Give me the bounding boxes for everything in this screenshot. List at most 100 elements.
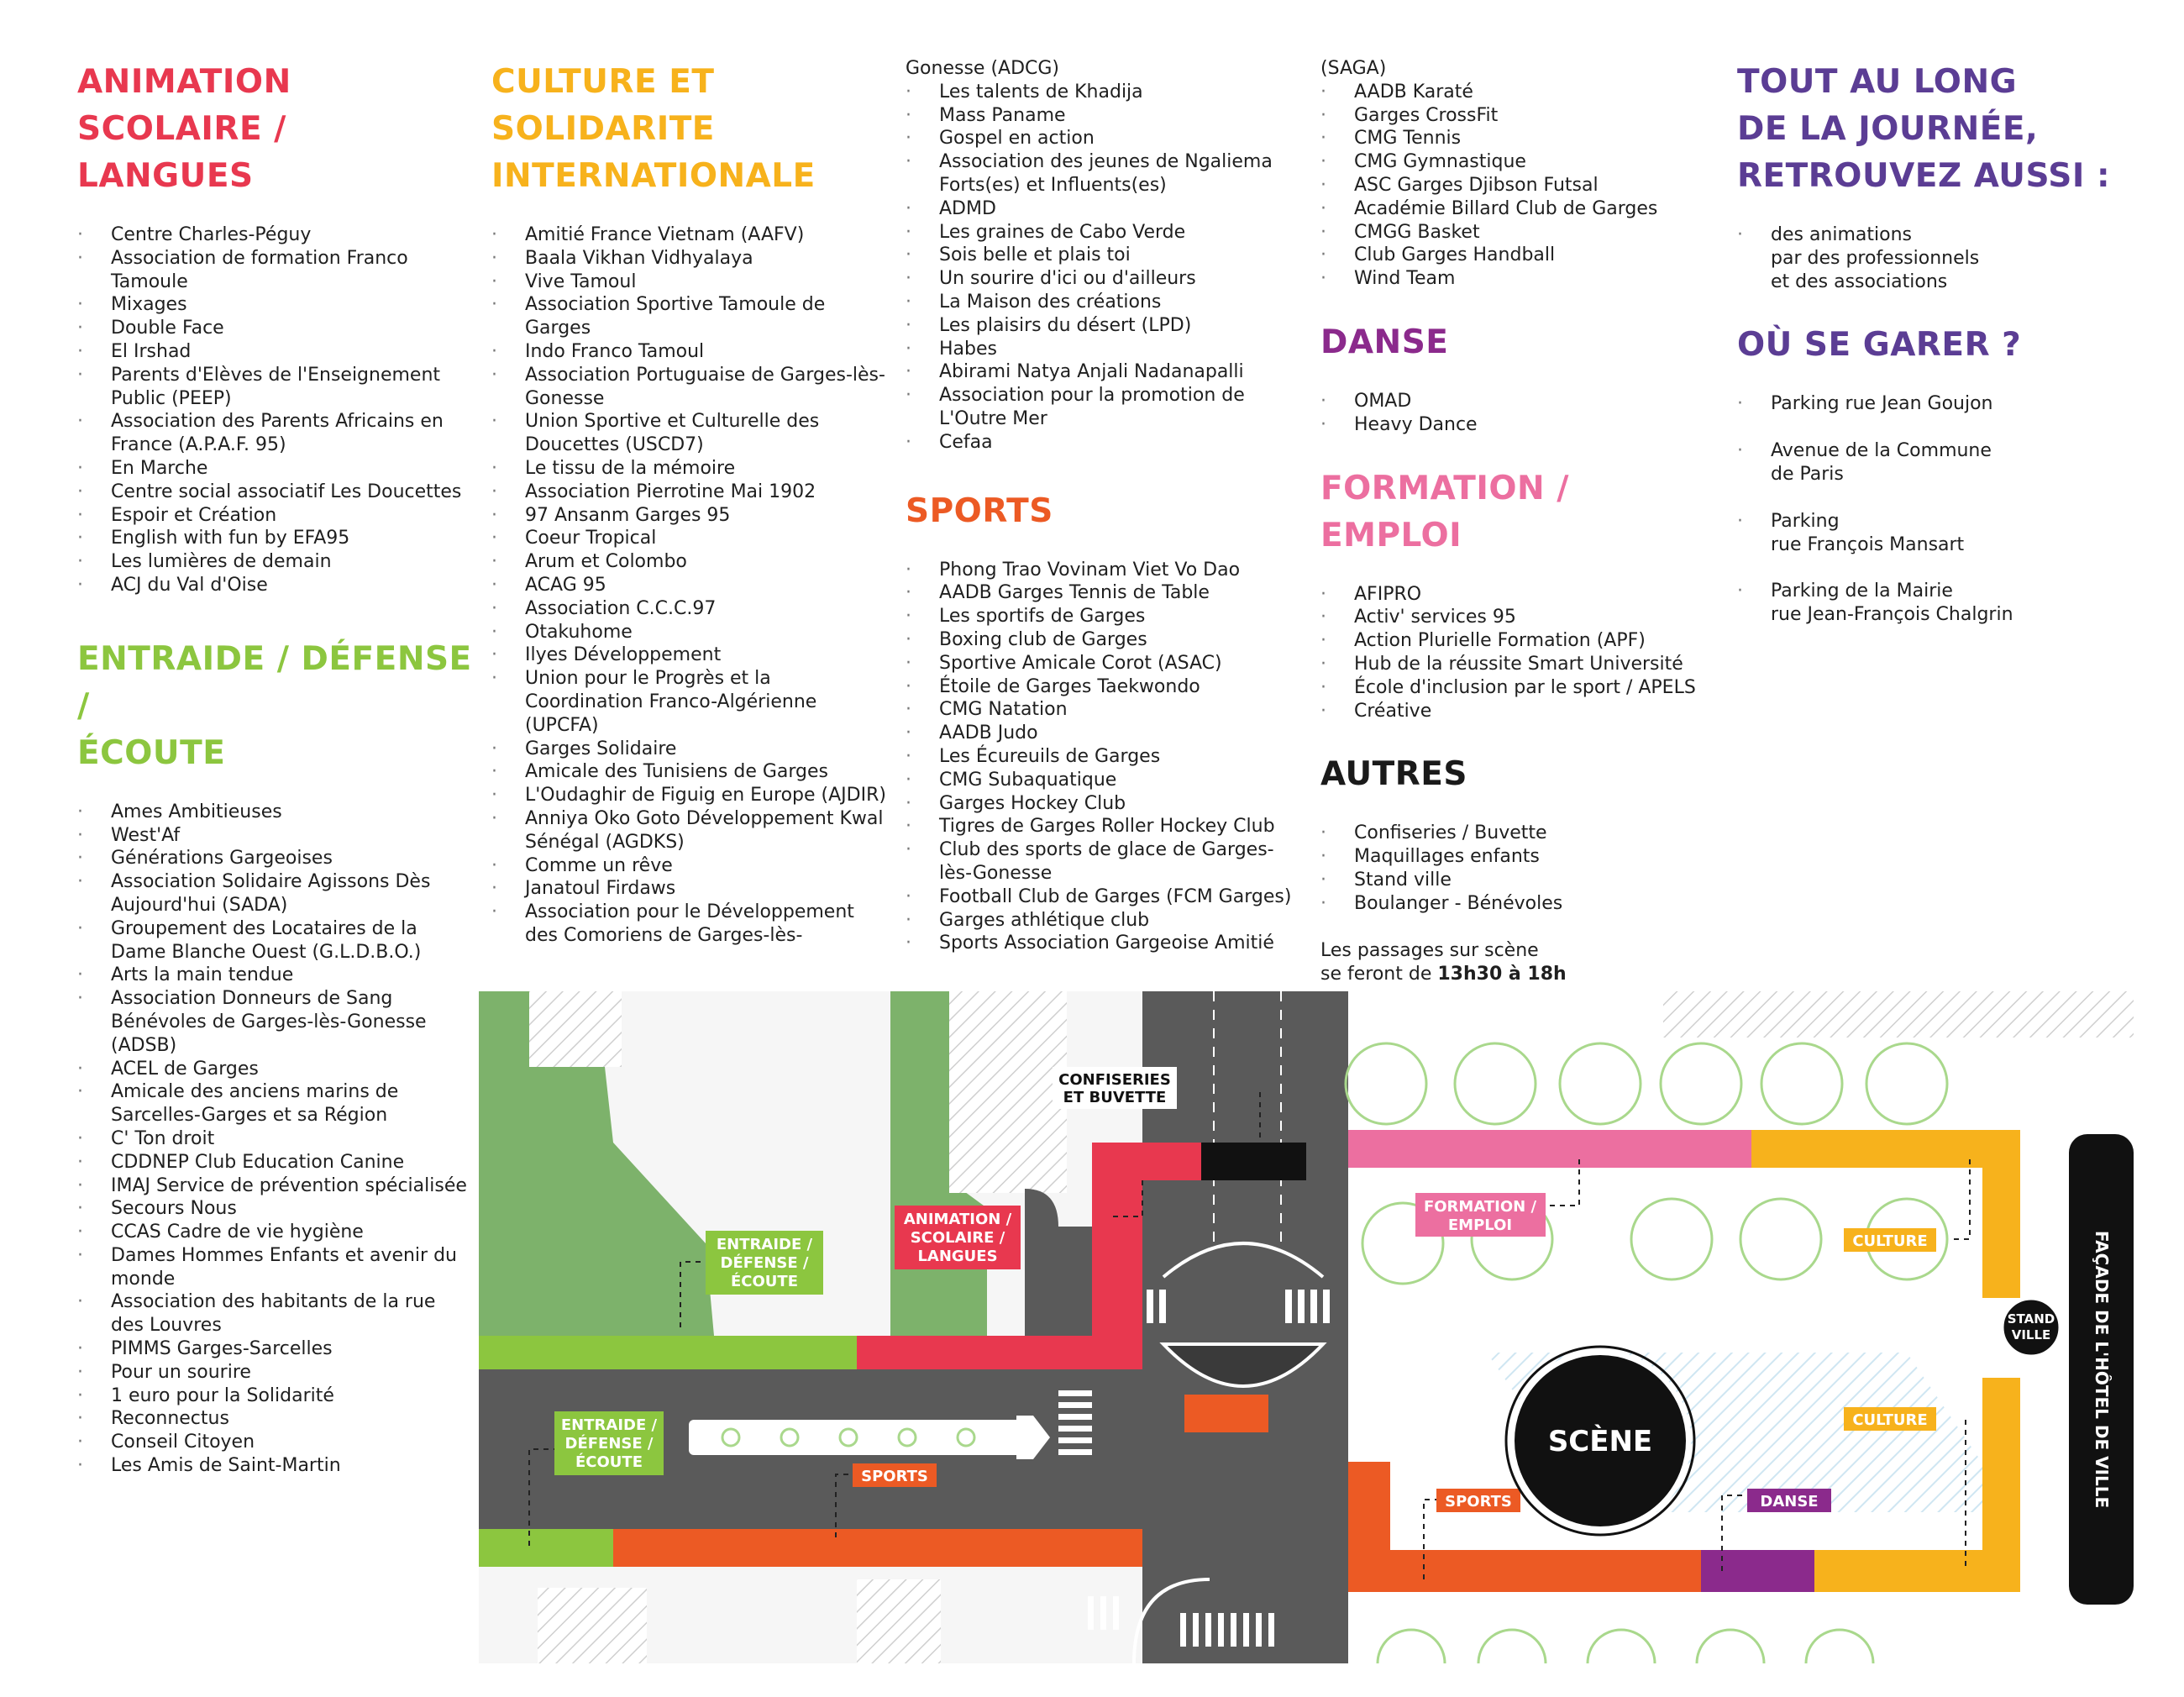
list-item: Conseil Citoyen (77, 1431, 472, 1454)
list-item: Association Portuguaise de Garges-lès-Go… (491, 364, 886, 411)
list-item: ACEL de Garges (77, 1058, 472, 1081)
label-formation: FORMATION / EMPLOI (1415, 1193, 1546, 1237)
list-item: Secours Nous (77, 1197, 472, 1221)
list-item: Gonesse (ADCG) (906, 58, 1060, 79)
list-item: CMG Tennis (1320, 127, 1715, 150)
list-item: Académie Billard Club de Garges (1320, 197, 1715, 221)
list-item: Les Écureuils de Garges (906, 745, 1300, 769)
list-item: Hub de la réussite Smart Université (1320, 653, 1715, 676)
list-item: ASC Garges Djibson Futsal (1320, 174, 1715, 197)
list-item: La Maison des créations (906, 291, 1300, 314)
road-curve (1025, 1189, 1058, 1336)
list-item: Arts la main tendue (77, 964, 472, 987)
label-animation: ANIMATION / SCOLAIRE / LANGUES (895, 1206, 1021, 1269)
heading-danse: DANSE (1320, 323, 1449, 361)
list-item: Arum et Colombo (491, 550, 886, 574)
list-item: Mass Paname (906, 104, 1300, 128)
building-hatched-5 (857, 1579, 941, 1663)
list-sports-continued: (SAGA)AADB KaratéGarges CrossFitCMG Tenn… (1320, 57, 1715, 291)
list-item: CMG Gymnastique (1320, 150, 1715, 174)
column-4: (SAGA)AADB KaratéGarges CrossFitCMG Tenn… (1320, 57, 1715, 986)
list-item: El Irshad (77, 340, 472, 364)
list-item: English with fun by EFA95 (77, 527, 472, 550)
svg-text:ÉCOUTE: ÉCOUTE (575, 1453, 643, 1471)
list-item: Activ' services 95 (1320, 606, 1715, 629)
list-item: OMAD (1320, 390, 1715, 413)
list-item: Amicale des Tunisiens de Garges (491, 760, 886, 784)
band-sports-h (613, 1529, 1142, 1567)
list-item: Club des sports de glace de Garges-lès-G… (906, 838, 1300, 885)
label-confiseries: CONFISERIES ET BUVETTE (1053, 1067, 1177, 1109)
band-danse (1701, 1550, 1814, 1592)
svg-text:ENTRAIDE /: ENTRAIDE / (717, 1236, 813, 1253)
list-item: Parking rue Jean Goujon (1737, 392, 2132, 416)
stand-ville: STAND VILLE (2001, 1297, 2061, 1358)
park-west (479, 991, 714, 1336)
svg-text:CONFISERIES: CONFISERIES (1058, 1071, 1171, 1089)
list-item: Association Sportive Tamoule de Garges (491, 293, 886, 340)
list-item: West'Af (77, 824, 472, 848)
list-item: CMG Natation (906, 698, 1300, 722)
heading-tout-au-long: TOUT AU LONG DE LA JOURNÉE, RETROUVEZ AU… (1737, 63, 2111, 195)
list-sports: Phong Trao Vovinam Viet Vo DaoAADB Garge… (906, 559, 1300, 956)
heading-animation: ANIMATION SCOLAIRE / LANGUES (77, 63, 291, 195)
list-item: Un sourire d'ici ou d'ailleurs (906, 267, 1300, 291)
band-sports-bottom (1348, 1550, 1701, 1592)
list-item: Sois belle et plais toi (906, 244, 1300, 267)
list-item: L'Oudaghir de Figuig en Europe (AJDIR) (491, 784, 886, 807)
list-item: des animations par des professionnels et… (1737, 223, 2132, 293)
label-danse: DANSE (1747, 1489, 1831, 1512)
label-entraide-top: ENTRAIDE / DÉFENSE / ÉCOUTE (706, 1231, 823, 1295)
list-item: C' Ton droit (77, 1127, 472, 1151)
median-tip (1016, 1416, 1050, 1459)
list-item: Les lumières de demain (77, 550, 472, 574)
list-item: Le tissu de la mémoire (491, 457, 886, 481)
heading-sports: SPORTS (906, 491, 1053, 530)
list-item: Amicale des anciens marins de Sarcelles-… (77, 1080, 472, 1127)
svg-text:ÉCOUTE: ÉCOUTE (731, 1272, 798, 1290)
building-hatched-2 (949, 991, 1067, 1193)
leader-lines (528, 1092, 1971, 1579)
list-item: Association C.C.C.97 (491, 597, 886, 621)
building-hatched-4 (538, 1588, 647, 1663)
list-item: Association pour le Développement des Co… (491, 901, 886, 948)
list-item: Pour un sourire (77, 1361, 472, 1384)
list-item: AADB Karaté (1320, 81, 1715, 104)
band-entraide-bottom (479, 1529, 613, 1567)
list-item: Centre social associatif Les Doucettes (77, 481, 472, 504)
band-confiseries (1201, 1143, 1306, 1180)
list-entraide: Ames AmbitieusesWest'AfGénérations Garge… (77, 801, 472, 1478)
label-culture-right: CULTURE (1844, 1407, 1936, 1431)
list-item: Comme un rêve (491, 854, 886, 878)
list-item: Union pour le Progrès et la Coordination… (491, 667, 886, 737)
block-sports-road (1184, 1395, 1268, 1432)
list-item: Garges CrossFit (1320, 104, 1715, 128)
list-item: Dames Hommes Enfants et avenir du monde (77, 1244, 472, 1291)
list-item: Sports Association Gargeoise Amitié (906, 932, 1300, 955)
list-item: Union Sportive et Culturelle des Doucett… (491, 410, 886, 457)
list-parking: Parking rue Jean GoujonAvenue de la Comm… (1737, 392, 2132, 627)
list-item: AADB Garges Tennis de Table (906, 581, 1300, 605)
list-animation: Centre Charles-PéguyAssociation de forma… (77, 223, 472, 597)
list-item: CMGG Basket (1320, 221, 1715, 244)
list-item: Générations Gargeoises (77, 847, 472, 870)
list-item: Habes (906, 338, 1300, 361)
list-item: Maquillages enfants (1320, 845, 1715, 869)
svg-text:STAND: STAND (2008, 1311, 2055, 1327)
list-item: En Marche (77, 457, 472, 481)
list-item: Les sportifs de Garges (906, 605, 1300, 628)
list-item: Association Solidaire Agissons Dès Aujou… (77, 870, 472, 917)
list-item: CCAS Cadre de vie hygiène (77, 1221, 472, 1244)
label-sports-road: SPORTS (853, 1463, 937, 1487)
list-item: (SAGA) (1320, 58, 1387, 79)
crosswalks (1058, 1290, 1330, 1647)
list-item: ACJ du Val d'Oise (77, 574, 472, 597)
list-item: Football Club de Garges (FCM Garges) (906, 885, 1300, 909)
list-item: ADMD (906, 197, 1300, 221)
list-item: Abirami Natya Anjali Nadanapalli (906, 360, 1300, 384)
list-item: Action Plurielle Formation (APF) (1320, 629, 1715, 653)
list-item: Association pour la promotion de L'Outre… (906, 384, 1300, 431)
